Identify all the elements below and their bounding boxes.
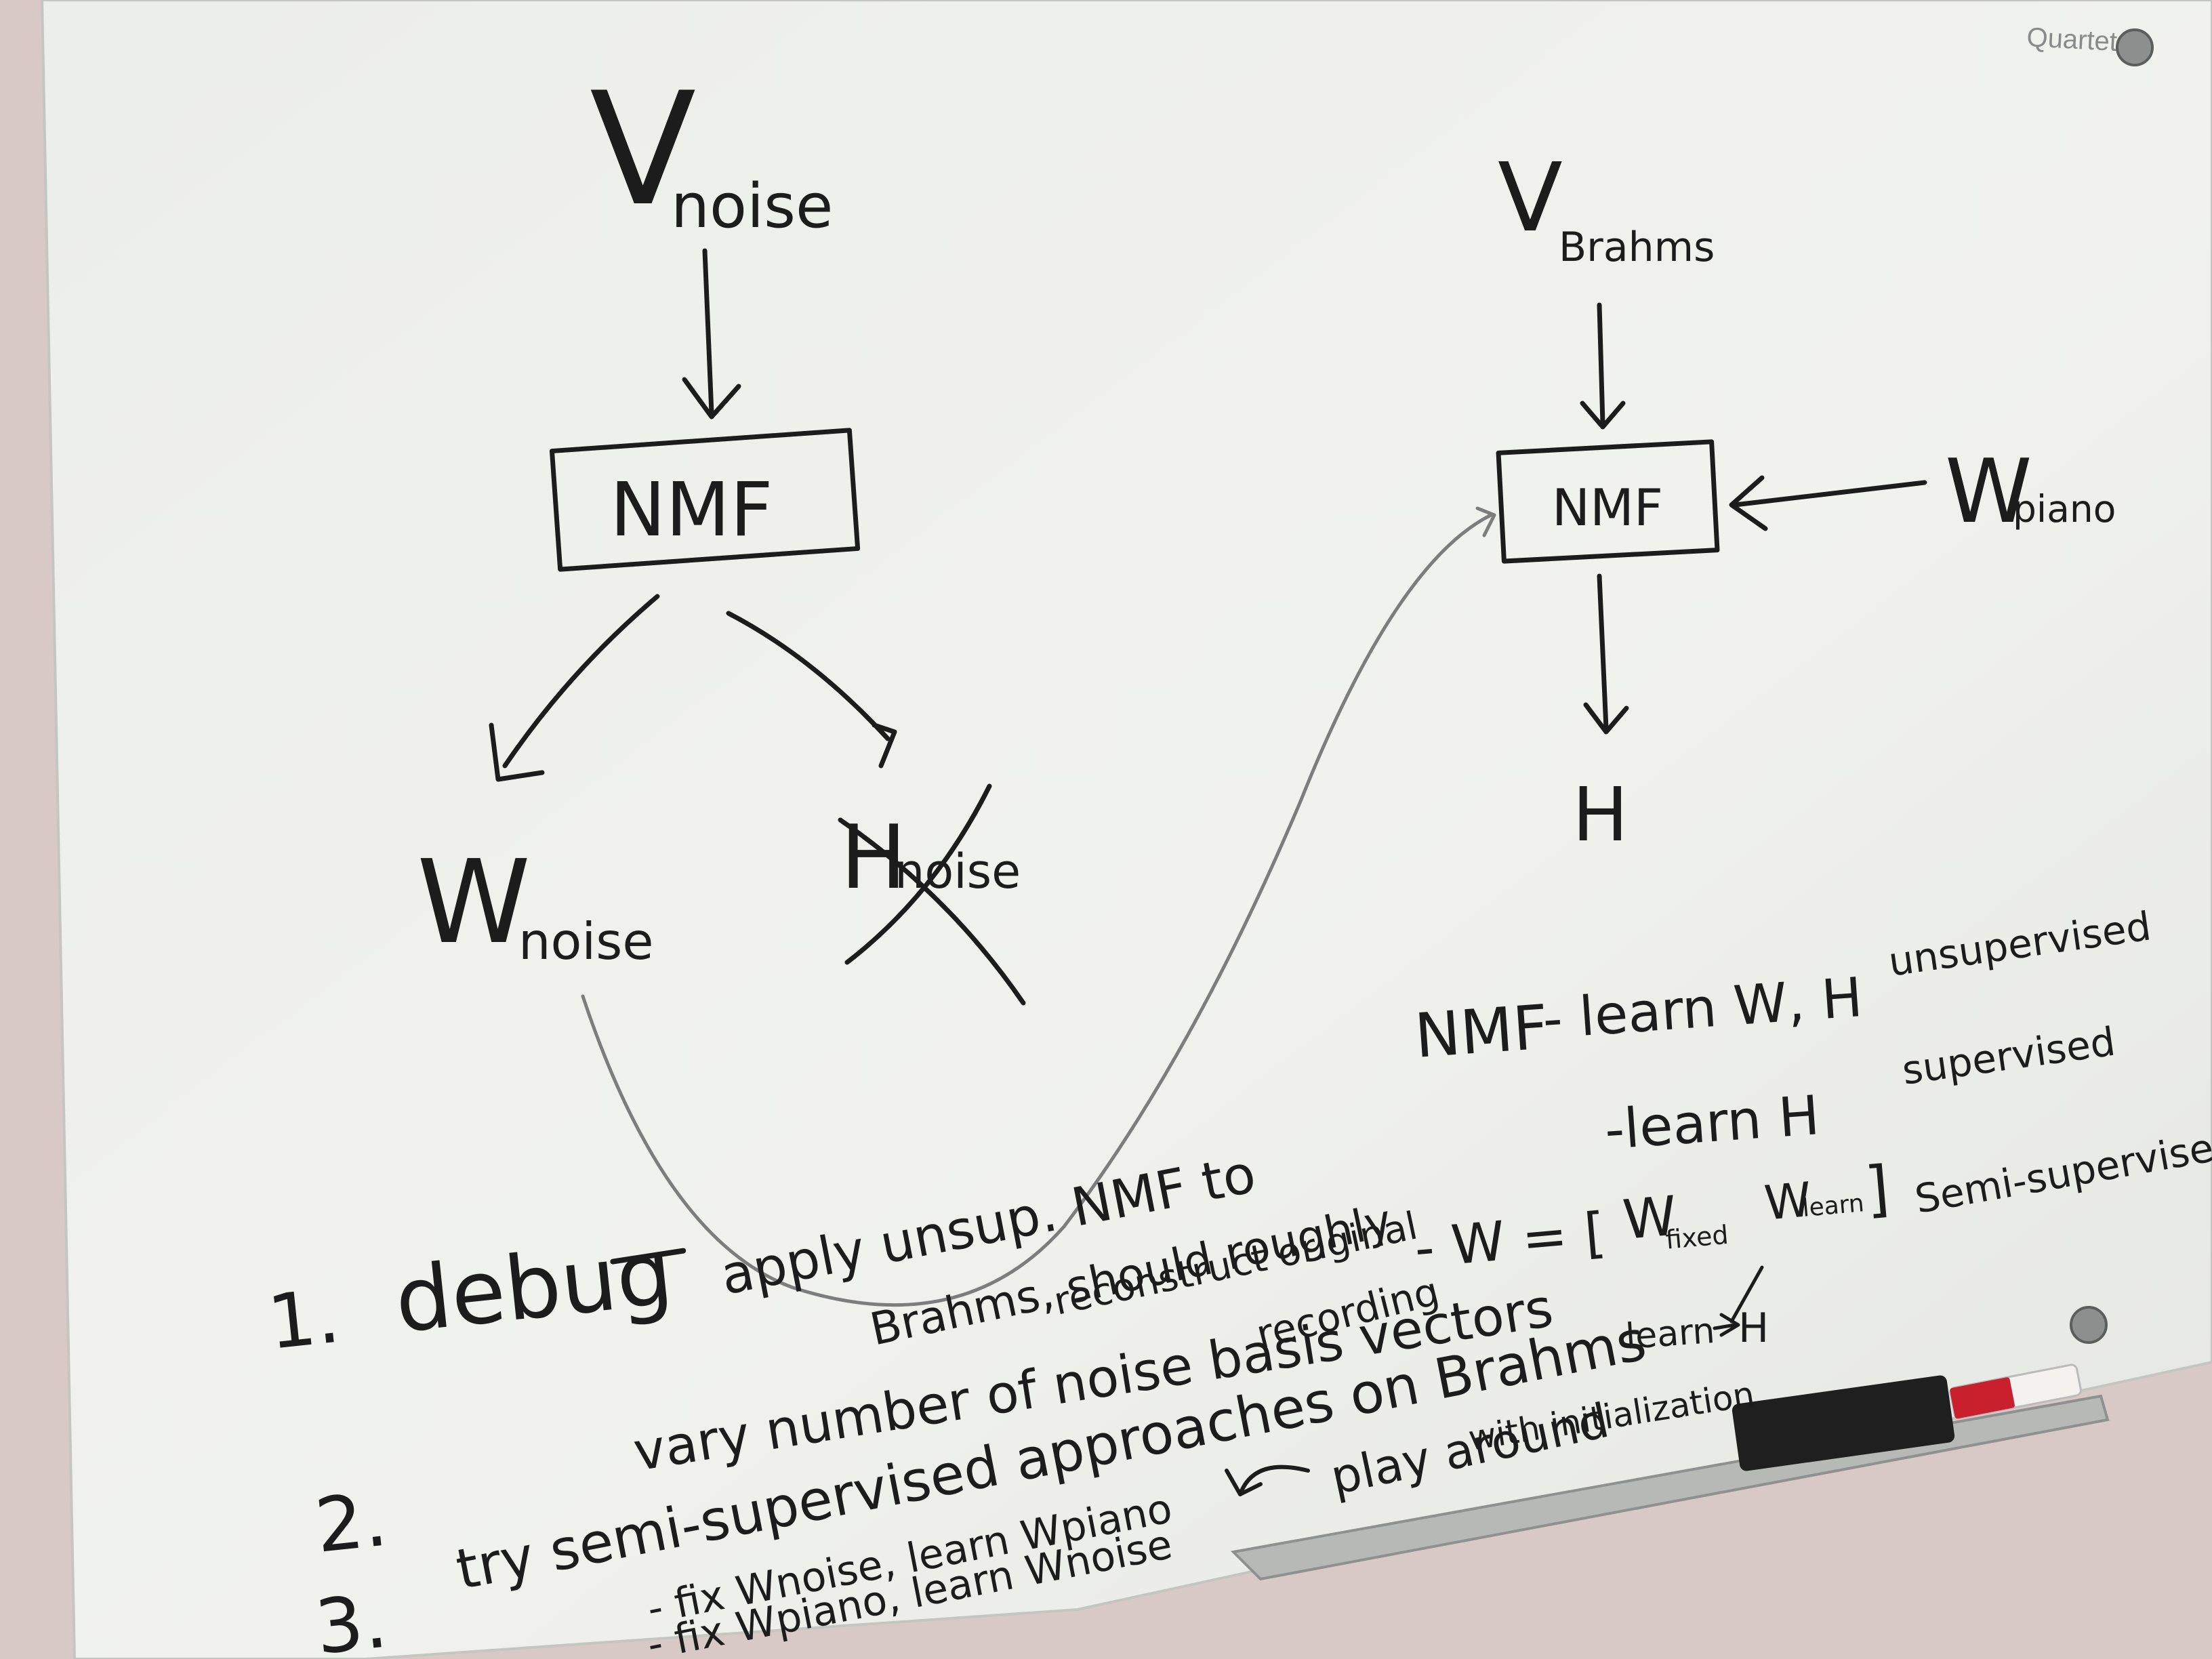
arrow-vnoise-to-nmf [682,248,741,419]
svg-text:W: W [1620,1184,1679,1252]
left-output-h-label: H noise [840,806,1021,909]
left-nmf-label: NMF [610,466,773,553]
svg-text:Brahms: Brahms [1559,224,1715,271]
right-nmf-box [1496,439,1720,564]
svg-text:V: V [1498,143,1563,253]
svg-text:learn: learn [1624,1311,1717,1357]
svg-text:W: W [417,836,531,970]
arrow-play-around [1225,1465,1310,1496]
connector-curve-wnoise-to-nmf [581,506,1496,1307]
whiteboard-surface [40,0,2212,1659]
svg-text:V: V [590,60,696,241]
arrow-nmf-to-wnoise [489,594,660,782]
right-nmf-label: NMF [1552,478,1663,537]
right-side-input-label: W piano [1945,440,2116,543]
svg-text:fixed: fixed [1664,1220,1729,1255]
svg-text:NMF: NMF [1412,991,1551,1071]
left-input-label: V noise [590,60,833,242]
svg-text:learn: learn [1801,1189,1865,1223]
learn-arrow-annotation: learn H [1624,1265,1769,1357]
svg-text:W: W [1945,440,2032,543]
svg-text:piano: piano [2013,487,2116,531]
svg-text:H: H [840,806,907,909]
right-output-h-label: H [1572,771,1629,858]
mounting-screw-bottom-right [2070,1306,2108,1344]
svg-text:W: W [1762,1172,1814,1231]
cross-out-hnoise [838,783,1026,1006]
svg-text:1.: 1. [264,1273,344,1366]
left-output-w-label: W noise [417,836,653,971]
todo-item-2-number: 2. [311,1476,391,1570]
todo-item-3-number: 3. [311,1578,391,1659]
eraser [1732,1375,1955,1471]
definition-supervised: -learn H [1603,1084,1822,1162]
right-input-label: V Brahms [1498,143,1715,271]
arrow-nmf-to-hnoise [726,611,897,769]
red-marker [1949,1364,2082,1420]
svg-text:noise: noise [671,171,833,242]
svg-text:H: H [1738,1305,1769,1352]
arrow-wpiano-to-nmf [1729,475,1927,531]
brand-label: Quartet [2026,22,2118,57]
arrow-vbrahms-to-nmf [1580,302,1626,430]
svg-text:noise: noise [518,912,653,971]
arrow-nmf-to-h [1583,573,1629,735]
svg-text:noise: noise [895,844,1021,899]
mounting-screw-top-right [2116,28,2154,66]
left-nmf-box [549,428,861,572]
